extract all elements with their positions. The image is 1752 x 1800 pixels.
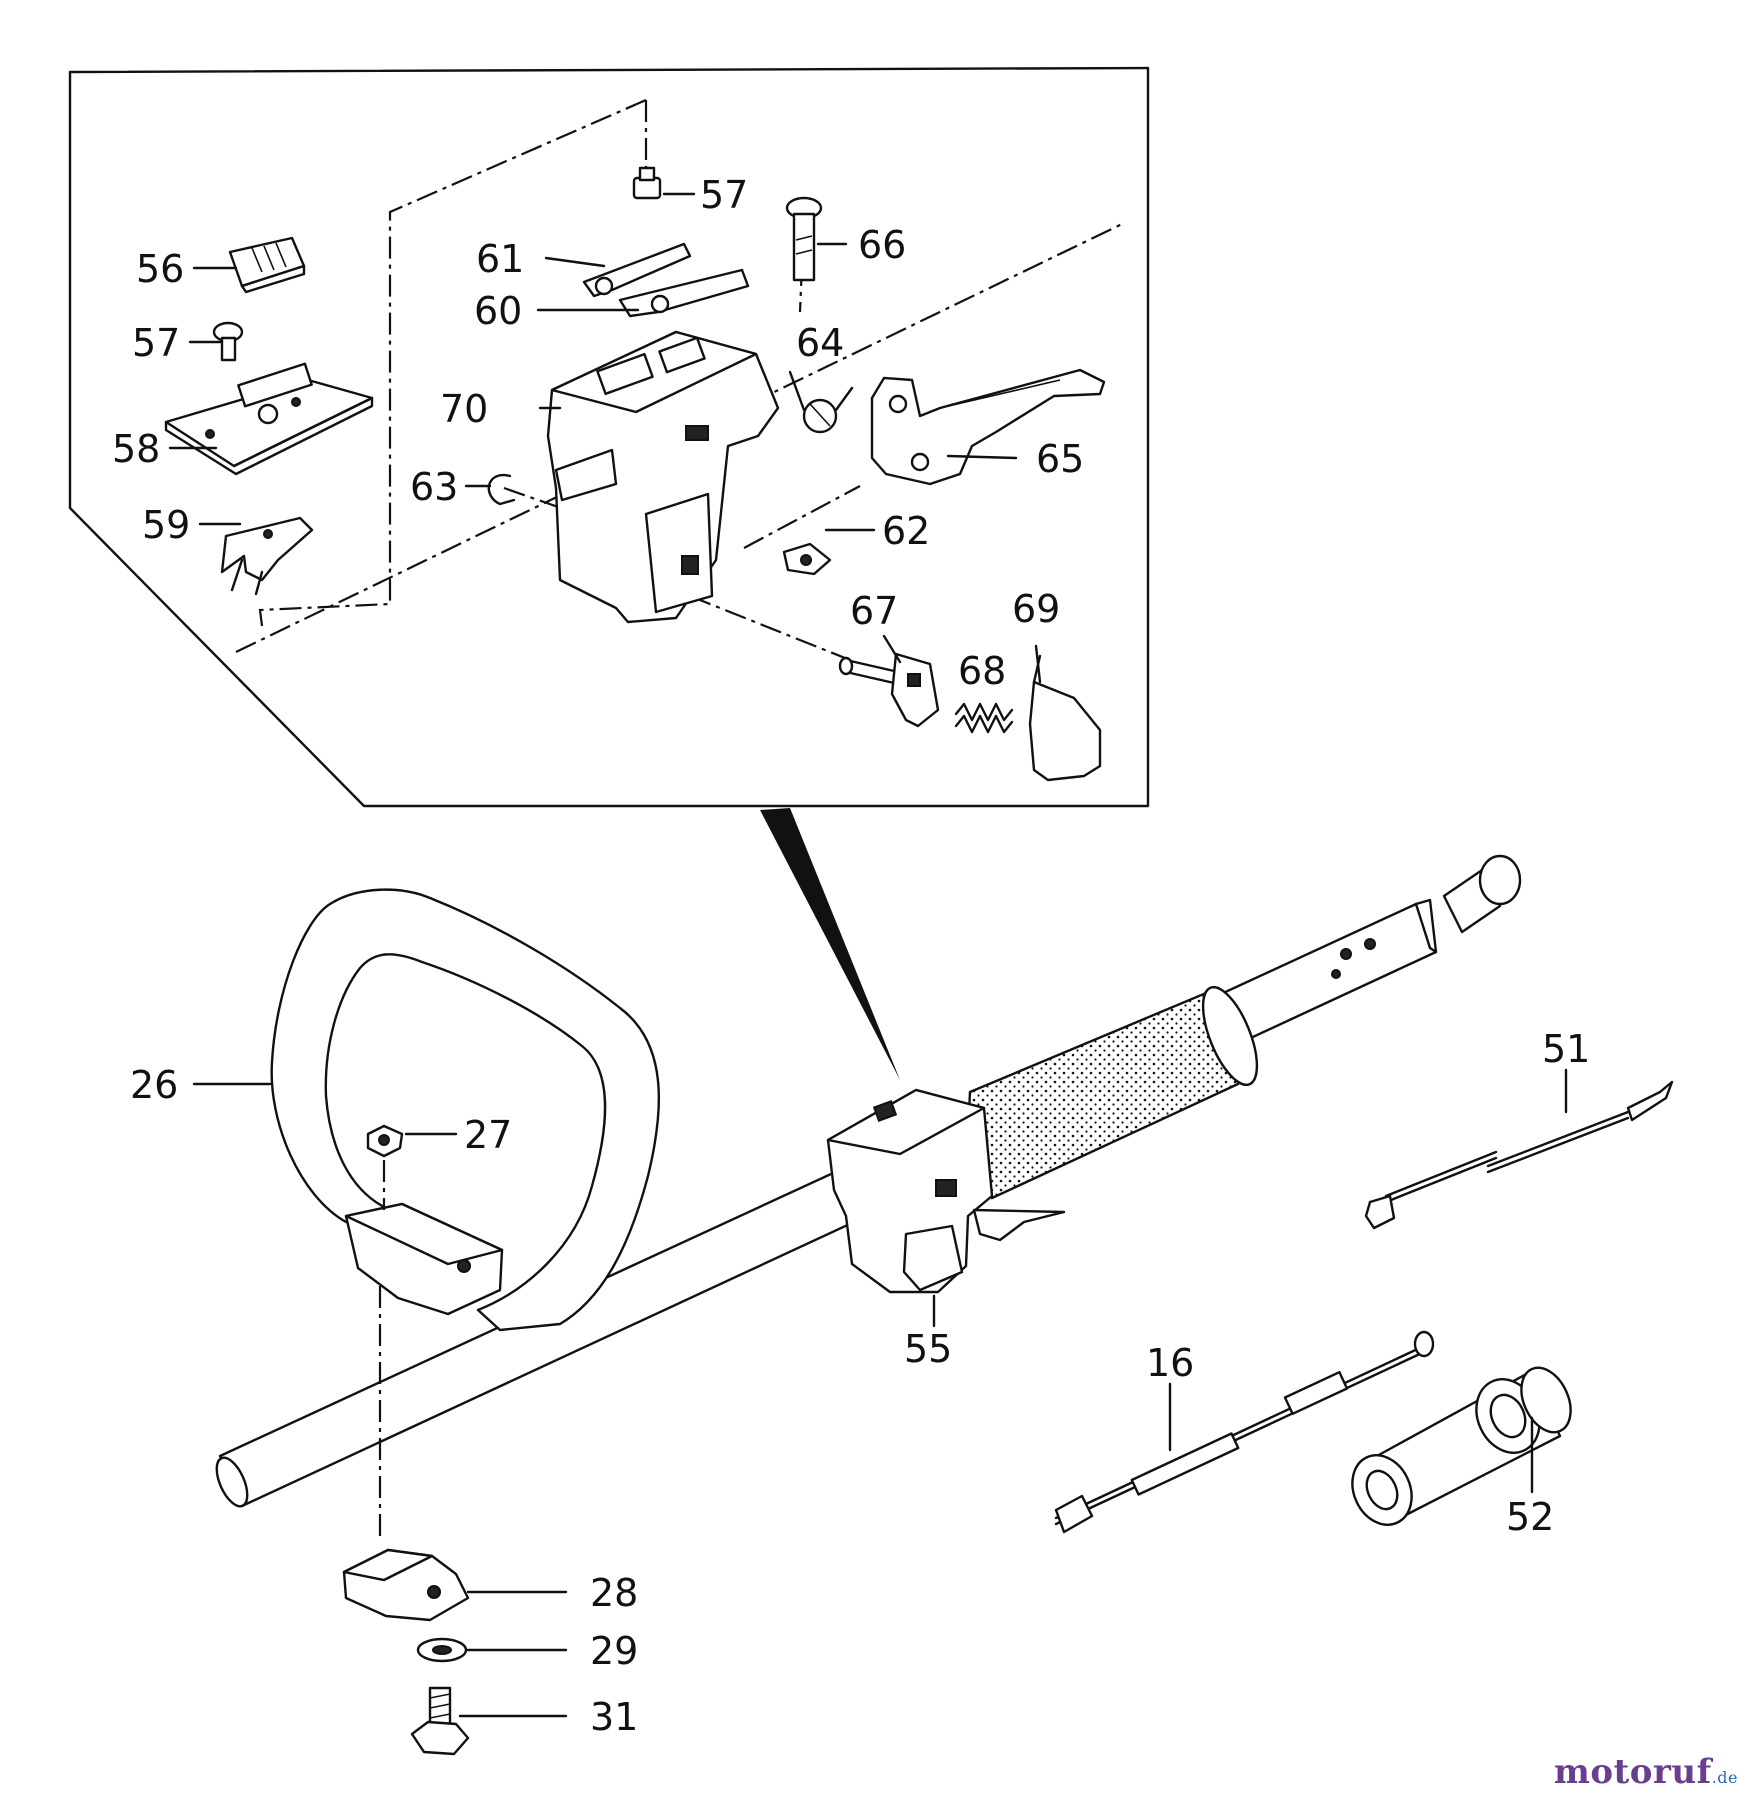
axis-line	[743, 485, 861, 549]
label-61: 61	[476, 237, 524, 281]
inset-frame	[68, 66, 1150, 808]
axis-line	[689, 594, 851, 662]
label-64: 64	[796, 321, 844, 365]
shaft-end-cap	[1442, 854, 1522, 934]
part-labels: 57 66 56 61 60 57 64 70 58 65 63 62 59 6…	[112, 173, 1590, 1739]
label-68: 68	[958, 649, 1006, 693]
label-51: 51	[1542, 1027, 1590, 1071]
part-55-throttle-assembly	[826, 1088, 1066, 1294]
detail-pointer	[760, 808, 900, 1080]
label-66: 66	[858, 223, 906, 267]
label-31: 31	[590, 1695, 638, 1739]
label-69: 69	[1012, 587, 1060, 631]
part-57-screw-small	[212, 321, 244, 362]
part-68-spring	[954, 702, 1014, 734]
label-59: 59	[142, 503, 190, 547]
label-60: 60	[474, 289, 522, 333]
axis-line	[503, 486, 579, 516]
part-26-loop-handle	[270, 888, 661, 1332]
label-67: 67	[850, 589, 898, 633]
label-63: 63	[410, 465, 458, 509]
part-65-lever	[870, 368, 1106, 486]
label-62: 62	[882, 509, 930, 553]
part-67-pin	[838, 652, 940, 728]
label-29: 29	[590, 1629, 638, 1673]
part-28-lower-clamp	[342, 1548, 470, 1622]
part-62-nut	[782, 542, 832, 576]
part-61-plate	[582, 242, 692, 298]
watermark-logo: motoruf.de	[1553, 1752, 1738, 1792]
part-29-washer	[416, 1637, 468, 1663]
part-57-screw-top	[632, 166, 662, 200]
label-57: 57	[700, 173, 748, 217]
axis-line	[235, 223, 1123, 653]
label-28: 28	[590, 1571, 638, 1615]
handle-clamp-upper	[344, 1202, 504, 1316]
label-56: 56	[136, 247, 184, 291]
label-27: 27	[464, 1113, 512, 1157]
part-64-spring	[788, 370, 854, 434]
axis-line	[258, 98, 647, 627]
part-16-drive-shaft	[1054, 1330, 1435, 1534]
label-70: 70	[440, 387, 488, 431]
foam-grip	[968, 986, 1259, 1200]
part-51-cable	[1364, 1080, 1674, 1230]
label-58: 58	[112, 427, 160, 471]
part-69-cover	[1028, 654, 1102, 782]
label-57: 57	[132, 321, 180, 365]
leader-lines	[168, 192, 1568, 1718]
part-27-nut	[366, 1124, 404, 1158]
label-26: 26	[130, 1063, 178, 1107]
label-16: 16	[1146, 1341, 1194, 1385]
label-52: 52	[1506, 1495, 1554, 1539]
part-52-bushings	[1351, 1366, 1572, 1526]
part-60-plate	[618, 268, 750, 318]
part-70-housing	[546, 330, 780, 624]
label-55: 55	[904, 1327, 952, 1371]
part-56-switch-cap	[228, 236, 306, 294]
part-31-bolt	[410, 1686, 470, 1756]
part-58-plate	[164, 362, 374, 476]
part-59-spring-clip	[220, 516, 314, 596]
part-66-bolt	[785, 196, 823, 282]
label-65: 65	[1036, 437, 1084, 481]
